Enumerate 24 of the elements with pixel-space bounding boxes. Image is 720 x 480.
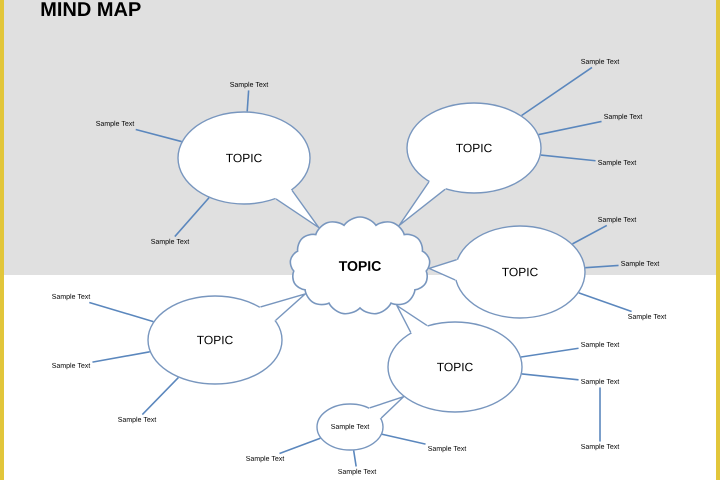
connector-line <box>142 377 179 416</box>
speech-bubble: TOPIC <box>398 102 542 226</box>
speech-bubble: TOPIC <box>177 111 320 228</box>
speech-bubble: TOPIC <box>428 225 586 319</box>
connector-line <box>522 373 579 381</box>
connector-line <box>585 264 619 268</box>
connector-line <box>92 351 150 363</box>
title: MIND MAP <box>42 2 141 16</box>
speech-bubble: TOPIC <box>387 304 523 413</box>
connector-line <box>246 90 250 112</box>
connector-line <box>352 450 357 467</box>
connector-line <box>578 292 632 312</box>
connector-line <box>382 434 426 445</box>
speech-bubble: TOPIC <box>147 293 306 385</box>
connector-line <box>136 128 182 142</box>
connector-line <box>174 197 210 238</box>
connector-line <box>538 120 602 136</box>
connector-line <box>521 66 592 116</box>
connector-line <box>520 347 579 358</box>
connector-line <box>89 302 154 322</box>
connector-line <box>572 224 608 245</box>
connector-line <box>599 387 601 442</box>
connector-line <box>279 437 321 454</box>
connector-line <box>540 154 596 162</box>
